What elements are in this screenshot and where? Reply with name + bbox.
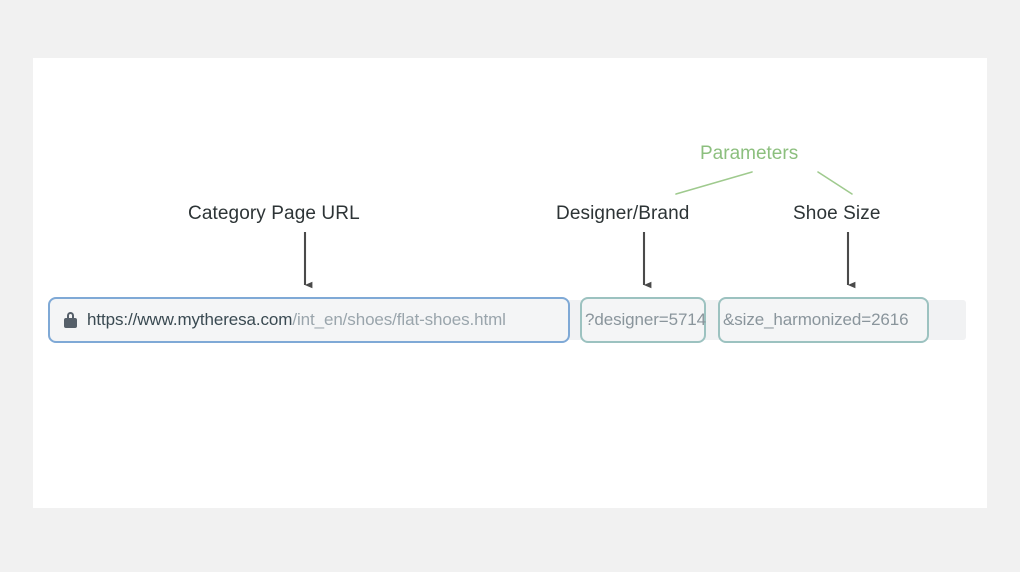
annotation-label-parameters: Parameters [700,143,799,164]
size-parameter-text: &size_harmonized=2616 [723,310,909,329]
content-card [33,58,987,508]
url-input-highlight-box[interactable]: https://www.mytheresa.com/int_en/shoes/f… [48,297,570,343]
designer-parameter-highlight-box[interactable]: ?designer=5714 [580,297,706,343]
size-parameter-highlight-box[interactable]: &size_harmonized=2616 [718,297,929,343]
annotation-label-designer-brand: Designer/Brand [556,203,690,224]
annotation-label-shoe-size: Shoe Size [793,203,881,224]
designer-parameter-text: ?designer=5714 [585,310,707,329]
url-path-text: /int_en/shoes/flat-shoes.html [292,310,506,329]
lock-icon [64,312,77,328]
url-domain-text: https://www.mytheresa.com [87,310,293,329]
annotation-label-category-page-url: Category Page URL [188,203,360,224]
address-bar-row: https://www.mytheresa.com/int_en/shoes/f… [48,297,966,343]
